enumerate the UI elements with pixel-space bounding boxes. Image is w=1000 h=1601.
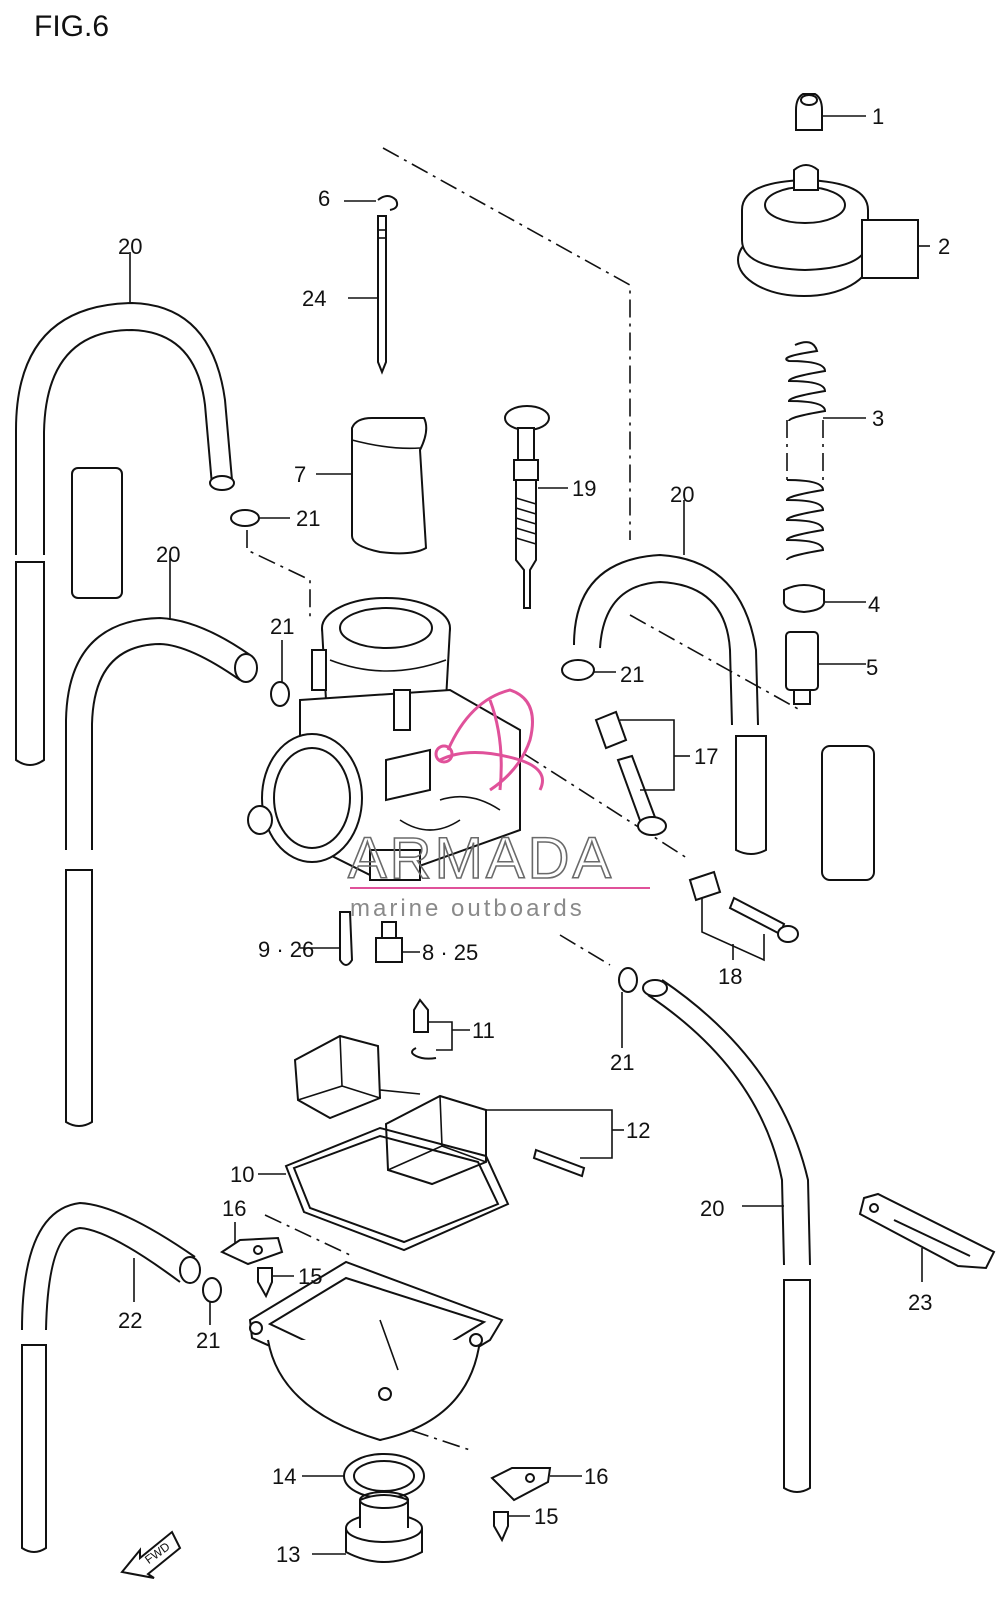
carburetor-body [247,597,521,882]
callout-18: 18 [718,964,742,989]
callout-1: 1 [872,104,884,129]
callout-4: 4 [868,592,880,617]
callout-21-b: 21 [270,614,294,639]
callout-2: 2 [938,234,950,259]
callout-20-upper-left: 20 [118,234,142,259]
fwd-arrow-icon: FWD [120,1530,182,1579]
callout-23: 23 [908,1290,932,1315]
callout-16-lower: 16 [584,1464,608,1489]
part-12-float [293,1034,624,1186]
callout-11: 11 [472,1018,495,1043]
hose-20-lower-right [642,979,811,1493]
callout-13: 13 [276,1542,300,1567]
figure-title: FIG.6 [34,10,109,43]
armada-logo-icon [434,688,544,792]
callout-15-lower: 15 [534,1504,558,1529]
part-9-26-jet [300,911,354,966]
hose-20-left-middle [65,467,258,1127]
callout-21-c: 21 [620,662,644,687]
part-15-screw-upper [257,1267,294,1299]
callout-12: 12 [626,1118,650,1143]
part-23-bracket [858,1192,996,1282]
hose-20-upper-left [15,252,235,766]
part-19-throttle-stop-screw [504,405,568,609]
callout-6: 6 [318,186,330,211]
callout-labels: 1 2 3 4 5 6 7 8 · 25 9 · 26 10 11 12 13 … [118,104,950,1567]
callout-7: 7 [294,462,306,487]
hose-20-right-middle [573,500,875,881]
float-chamber [248,1260,504,1442]
callout-14: 14 [272,1464,296,1489]
part-15-screw-lower [493,1511,530,1543]
callout-20-lower-right: 20 [700,1196,724,1221]
watermark-brand: ARMADA [348,826,614,891]
callout-20-right-middle: 20 [670,482,694,507]
watermark: ARMADA marine outboards [347,688,650,922]
clamps-21 [202,509,638,1325]
part-7-throttle-valve [316,417,428,555]
hose-22 [21,1201,201,1553]
callout-21-e: 21 [196,1328,220,1353]
callout-5: 5 [866,655,878,680]
callout-15-upper: 15 [298,1264,322,1289]
part-1-cap [795,93,866,131]
callout-20-left-middle: 20 [156,542,180,567]
callout-24: 24 [302,286,326,311]
part-16-bracket-lower [490,1467,582,1502]
part-4-collar [782,584,866,614]
part-8-25-jet [375,921,420,963]
part-18-pilot-screw-set [688,870,799,962]
callout-21-d: 21 [610,1050,634,1075]
part-11-needle-valve [411,998,470,1060]
watermark-tagline: marine outboards [350,895,585,922]
callout-8-25: 8 · 25 [422,940,478,965]
callout-3: 3 [872,406,884,431]
part-6-clip [344,195,399,211]
part-14-o-ring [302,1453,425,1499]
part-13-drain-plug [312,1491,423,1563]
callout-17: 17 [694,744,718,769]
part-17-air-screw-set [594,710,690,836]
callout-21-a: 21 [296,506,320,531]
part-16-bracket-upper [219,1222,284,1266]
callout-19: 19 [572,476,596,501]
part-24-jet-needle [348,215,387,375]
callout-22: 22 [118,1308,142,1333]
part-2-top-cap [737,164,930,297]
callout-16-upper: 16 [222,1196,246,1221]
callout-10: 10 [230,1162,254,1187]
part-3-spring [785,341,866,561]
part-5-plunger [785,631,866,705]
callout-9-26: 9 · 26 [258,937,314,962]
part-10-float-chamber-gasket [258,1126,510,1252]
